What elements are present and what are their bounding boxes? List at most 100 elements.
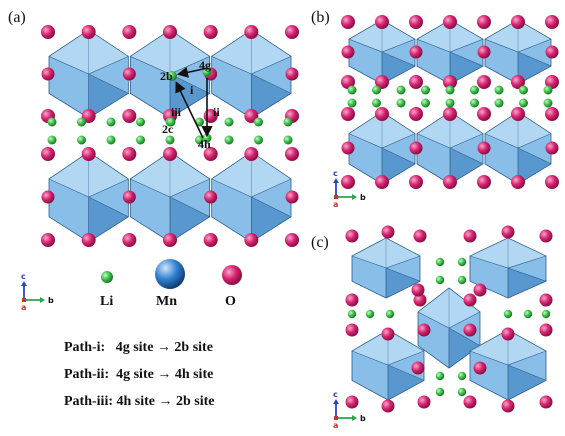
oxygen-atom	[122, 190, 136, 204]
oxygen-atom	[477, 15, 491, 29]
path-i-label: i	[190, 83, 194, 97]
oxygen-atom	[81, 233, 96, 247]
oxygen-atom	[244, 25, 259, 39]
lithium-atom	[470, 98, 479, 108]
lithium-atom	[136, 117, 145, 127]
lithium-atom	[470, 85, 479, 95]
legend-o-sphere	[222, 265, 242, 285]
oxygen-atom	[41, 190, 55, 204]
oxygen-atom	[477, 175, 491, 189]
oxygen-atom	[443, 175, 457, 189]
site-4g-label: 4g	[199, 58, 211, 72]
oxygen-atom	[545, 141, 559, 155]
oxygen-atom	[345, 293, 359, 307]
lithium-atom	[347, 309, 357, 319]
oxygen-atom	[122, 147, 137, 161]
lithium-atom	[195, 135, 204, 145]
oxygen-atom	[545, 15, 559, 29]
b-axis-label: b	[48, 296, 54, 305]
lithium-atom	[543, 98, 553, 108]
oxygen-atom	[381, 225, 395, 239]
lithium-atom	[445, 85, 455, 95]
oxygen-atom	[501, 327, 515, 341]
oxygen-atom	[341, 15, 355, 29]
axis-triad-a: cba	[21, 272, 54, 312]
oxygen-atom	[411, 283, 425, 297]
lithium-atom	[372, 98, 381, 108]
oxygen-atom	[409, 107, 423, 121]
a-axis-marker	[22, 298, 26, 302]
oxygen-atom	[122, 109, 137, 123]
path-ii-label: ii	[213, 105, 220, 119]
oxygen-atom	[345, 323, 359, 337]
oxygen-atom	[341, 141, 355, 155]
oxygen-atom	[545, 45, 559, 59]
lithium-atom	[519, 85, 528, 95]
lithium-atom	[435, 257, 445, 267]
legend-o-label: O	[225, 294, 236, 309]
panel-c-structure	[345, 225, 553, 413]
lithium-atom	[202, 67, 212, 77]
oxygen-atom	[81, 25, 96, 39]
lithium-atom	[523, 309, 533, 319]
oxygen-atom	[204, 190, 218, 204]
lithium-atom	[165, 135, 175, 145]
oxygen-atom	[545, 75, 559, 89]
oxygen-atom	[381, 399, 395, 413]
oxygen-atom	[501, 399, 515, 413]
oxygen-atom	[477, 107, 491, 121]
site-4h-label: 4h	[198, 137, 211, 151]
oxygen-atom	[203, 147, 218, 161]
legend-li-sphere	[101, 271, 113, 283]
oxygen-atom	[545, 175, 559, 189]
oxygen-atom	[375, 175, 389, 189]
panel-b-label: (b)	[311, 9, 330, 26]
oxygen-atom	[341, 107, 355, 121]
oxygen-atom	[41, 233, 55, 247]
legend-mn-label: Mn	[156, 294, 177, 309]
oxygen-atom	[545, 107, 559, 121]
oxygen-atom	[477, 45, 491, 59]
lithium-atom	[224, 135, 234, 145]
legend: Li Mn O	[100, 259, 242, 309]
a-axis-marker	[334, 195, 338, 199]
oxygen-atom	[285, 233, 299, 247]
oxygen-atom	[409, 45, 423, 59]
lithium-atom	[494, 85, 504, 95]
oxygen-atom	[477, 141, 491, 155]
panel-b-structure	[341, 15, 559, 189]
oxygen-atom	[511, 175, 525, 189]
lithium-atom	[365, 309, 375, 319]
axis-triad-b: cba	[333, 169, 366, 209]
lithium-atom	[541, 309, 551, 319]
oxygen-atom	[443, 15, 457, 29]
lithium-atom	[421, 98, 430, 108]
lithium-atom	[136, 135, 145, 145]
lithium-atom	[224, 117, 234, 127]
lithium-atom	[372, 85, 381, 95]
lithium-atom	[457, 275, 467, 285]
path-iii-description: Path-iii: 4h site → 2b site	[64, 394, 215, 409]
oxygen-atom	[539, 293, 553, 307]
lithium-atom	[77, 117, 86, 127]
legend-mn-sphere	[155, 259, 185, 289]
oxygen-atom	[539, 395, 553, 409]
oxygen-atom	[411, 361, 425, 375]
axis-triad-c: cba	[333, 390, 366, 430]
oxygen-atom	[463, 395, 477, 409]
oxygen-atom	[443, 75, 457, 89]
oxygen-atom	[203, 233, 218, 247]
lithium-atom	[543, 85, 553, 95]
oxygen-atom	[511, 107, 525, 121]
path-iii-label: iii	[171, 105, 182, 119]
panel-a-label: (a)	[8, 9, 26, 26]
oxygen-atom	[375, 15, 389, 29]
oxygen-atom	[341, 45, 355, 59]
oxygen-atom	[539, 323, 553, 337]
oxygen-atom	[413, 293, 427, 307]
c-axis-head	[333, 178, 339, 183]
lithium-atom	[519, 98, 528, 108]
oxygen-atom	[381, 327, 395, 341]
panel-c-label: (c)	[311, 234, 329, 251]
oxygen-atom	[41, 147, 55, 161]
